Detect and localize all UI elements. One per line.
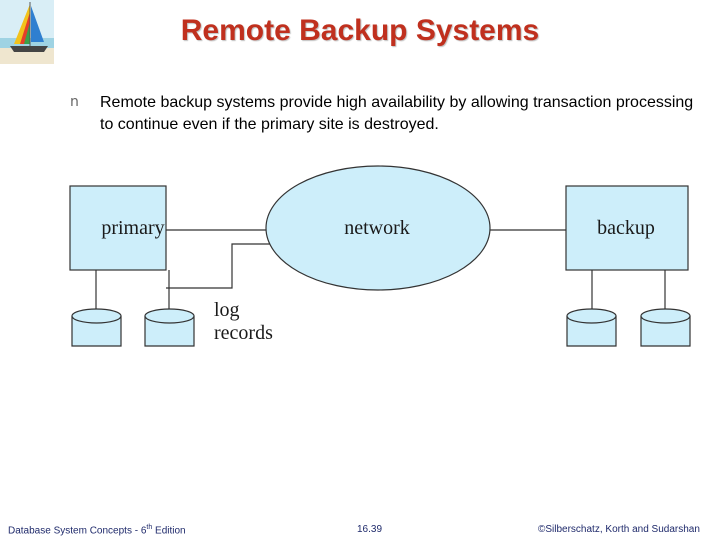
network-ellipse: [265, 165, 491, 291]
backup-disk-2: [640, 308, 691, 347]
bullet-item: n Remote backup systems provide high ava…: [70, 92, 700, 136]
connector-lines: [95, 229, 666, 312]
slide-title: Remote Backup Systems: [180, 14, 540, 47]
network-label: network: [344, 217, 410, 239]
log-records-link: [166, 243, 272, 289]
backup-disk-1: [566, 308, 617, 347]
footer-copyright: ©Silberschatz, Korth and Sudarshan: [538, 524, 700, 535]
backup-label: backup: [597, 217, 655, 239]
primary-disk-2: [144, 308, 195, 347]
sailboat-logo: [0, 0, 54, 64]
log-label: log: [214, 299, 240, 321]
backup-box: [565, 185, 689, 271]
records-label: records: [214, 322, 273, 344]
primary-box: [69, 185, 167, 271]
footer-page-number: 16.39: [357, 524, 383, 535]
bullet-text: Remote backup systems provide high avail…: [100, 94, 694, 133]
bullet-marker: n: [70, 94, 79, 110]
footer-book-title: Database System Concepts - 6th Edition: [8, 524, 186, 537]
primary-disk-1: [71, 308, 122, 347]
primary-label: primary: [101, 217, 164, 239]
